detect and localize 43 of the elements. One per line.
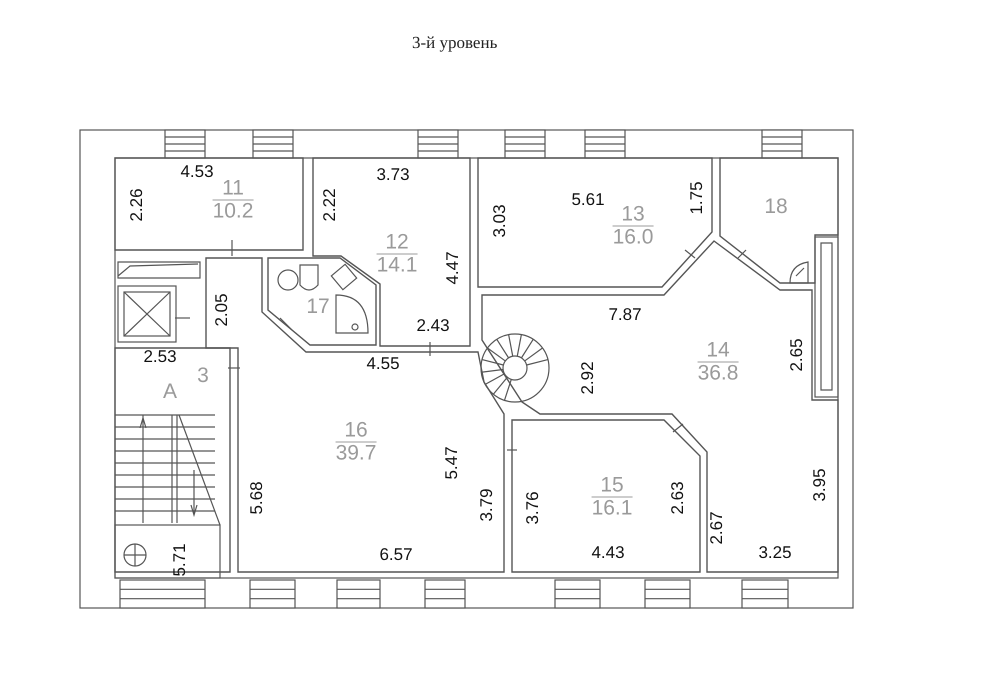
room-area-value: 36.8 [698,362,738,384]
dimension-value: 5.68 [248,481,266,515]
room-number: 11 [212,178,254,200]
dimension-value: 3.76 [524,491,542,525]
dimension-value: 4.55 [366,355,400,373]
dimension-value: 7.87 [608,306,642,324]
dimension-value: 3.79 [478,488,496,522]
room-area-value: 14.1 [376,254,418,276]
room-area-value: 16.1 [592,498,632,520]
dimension-value: 2.63 [669,481,687,515]
plan-title: 3-й уровень [412,33,498,53]
dimension-value: 2.67 [708,511,726,545]
dimension-value: 5.61 [571,191,605,209]
dimension-value: 2.43 [416,317,450,335]
room-area-value: 10.2 [212,200,254,222]
dimension-value: 4.53 [180,163,214,181]
dimension-value: 5.47 [443,446,461,480]
room-number: 18 [764,196,788,218]
dimension-value: 3.03 [491,204,509,238]
room-number: 3 [197,365,209,387]
dimension-value: 2.26 [128,188,146,222]
room-number: 16 [336,420,376,442]
room-area-value: 16.0 [612,226,654,248]
room-area-value: 39.7 [336,442,376,464]
dimension-value: 2.92 [579,361,597,395]
dimension-value: 2.53 [143,348,177,366]
dimension-value: 2.65 [788,338,806,372]
dimension-value: 2.05 [213,293,231,327]
room-number: 13 [612,204,654,226]
room-number: 14 [698,340,738,362]
dimension-value: 4.47 [444,251,462,285]
dimension-value: 6.57 [379,546,413,564]
room-number: 15 [592,474,632,498]
room-number: 12 [376,232,418,254]
dimension-value: 5.71 [171,543,189,577]
dimension-value: 2.22 [321,188,339,222]
dimension-value: 3.73 [376,166,410,184]
dimension-value: 4.43 [591,544,625,562]
room-letter: A [163,381,177,403]
dimension-value: 1.75 [688,181,706,215]
room-number: 17 [306,296,330,318]
dimension-value: 3.25 [758,544,792,562]
dimension-value: 3.95 [811,468,829,502]
